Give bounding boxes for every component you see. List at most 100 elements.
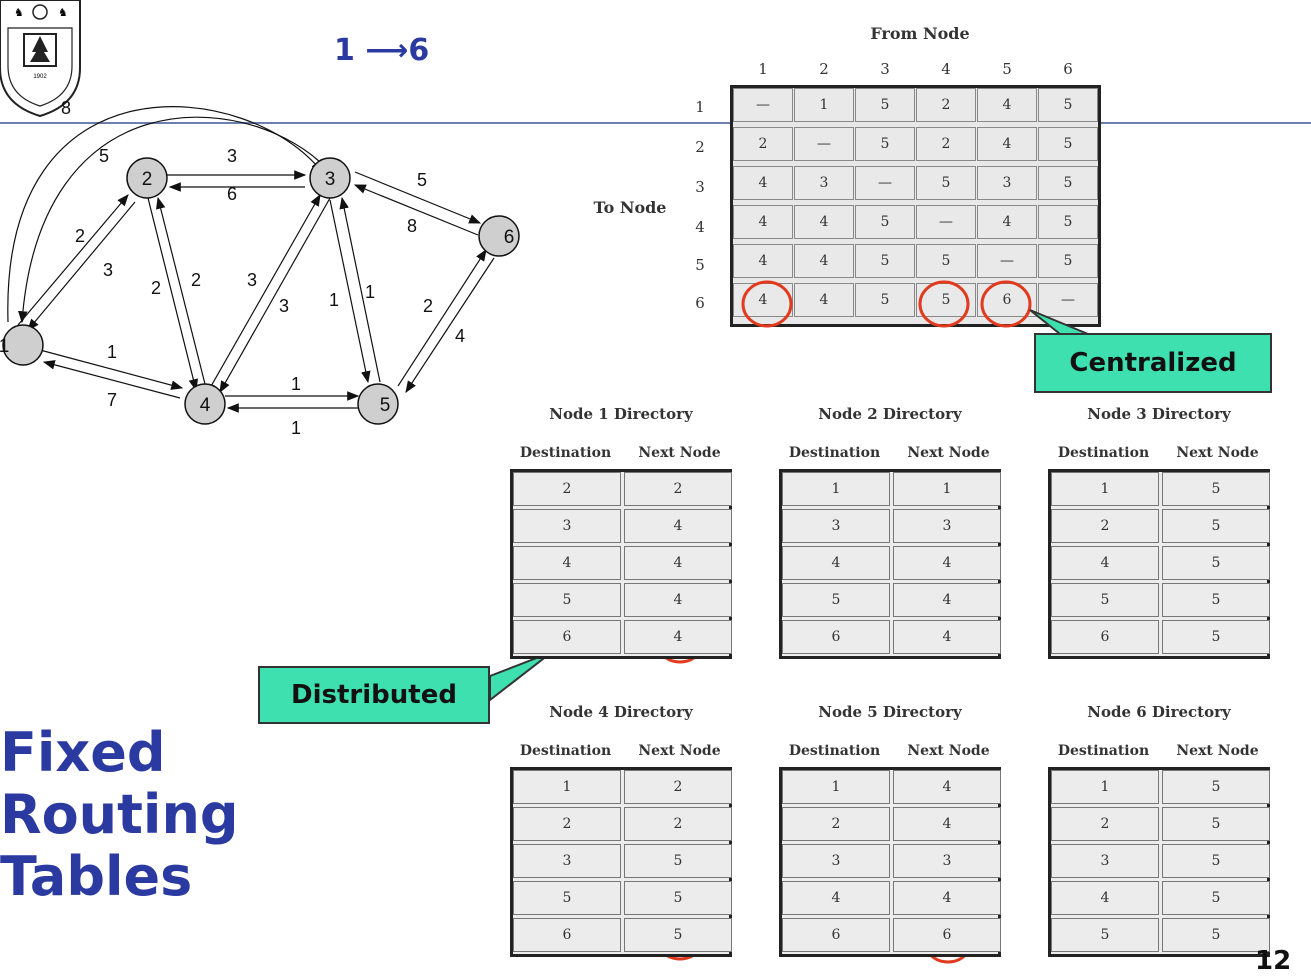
row-header: 3 bbox=[695, 178, 705, 196]
destination-cell: 4 bbox=[782, 881, 890, 915]
next-node-cell: 5 bbox=[1162, 881, 1270, 915]
next-node-cell: 5 bbox=[1162, 583, 1270, 617]
edge-label: 1 bbox=[329, 290, 339, 310]
destination-cell: 1 bbox=[513, 770, 621, 804]
destination-cell: 2 bbox=[513, 472, 621, 506]
central-cell: 2 bbox=[916, 88, 976, 122]
central-cell: 4 bbox=[794, 244, 854, 278]
next-node-header: Next Node bbox=[907, 743, 990, 759]
edge-label: 3 bbox=[247, 270, 257, 290]
destination-cell: 4 bbox=[782, 546, 890, 580]
central-cell: 5 bbox=[855, 283, 915, 317]
graph-node bbox=[478, 215, 520, 257]
destination-cell: 6 bbox=[782, 918, 890, 952]
destination-cell: 4 bbox=[1051, 546, 1159, 580]
edge-label: 5 bbox=[417, 170, 427, 190]
destination-cell: 3 bbox=[782, 844, 890, 878]
route-from: 1 bbox=[334, 33, 355, 68]
next-node-cell: 4 bbox=[893, 770, 1001, 804]
central-cell: — bbox=[855, 166, 915, 200]
column-header: 6 bbox=[1063, 60, 1073, 78]
central-cell: — bbox=[1038, 283, 1098, 317]
next-node-cell: 5 bbox=[1162, 807, 1270, 841]
next-node-cell: 2 bbox=[624, 807, 732, 841]
header-rule bbox=[0, 122, 1311, 124]
edge-label: 5 bbox=[99, 146, 109, 166]
destination-cell: 3 bbox=[513, 844, 621, 878]
central-cell: — bbox=[794, 127, 854, 161]
edge-label: 3 bbox=[279, 296, 289, 316]
next-node-cell: 2 bbox=[624, 472, 732, 506]
central-cell: 1 bbox=[794, 88, 854, 122]
central-cell: 5 bbox=[855, 88, 915, 122]
edge-label: 3 bbox=[103, 260, 113, 280]
destination-cell: 4 bbox=[1051, 881, 1159, 915]
destination-cell: 5 bbox=[513, 583, 621, 617]
next-node-header: Next Node bbox=[1176, 445, 1259, 461]
next-node-cell: 3 bbox=[893, 844, 1001, 878]
next-node-cell: 5 bbox=[1162, 509, 1270, 543]
column-header: 5 bbox=[1002, 60, 1012, 78]
next-node-header: Next Node bbox=[638, 743, 721, 759]
edge-label: 3 bbox=[227, 146, 237, 166]
edge-label: 1 bbox=[291, 418, 301, 438]
graph-node bbox=[357, 383, 399, 425]
central-cell: 4 bbox=[794, 283, 854, 317]
edge-label: 6 bbox=[227, 184, 237, 204]
page-number: 12 bbox=[1255, 946, 1292, 976]
destination-cell: 2 bbox=[782, 807, 890, 841]
node-label: 4 bbox=[200, 395, 211, 416]
central-cell: 4 bbox=[977, 127, 1037, 161]
graph-node bbox=[126, 157, 168, 199]
next-node-cell: 5 bbox=[1162, 844, 1270, 878]
next-node-header: Next Node bbox=[1176, 743, 1259, 759]
title-line: Routing bbox=[0, 783, 239, 846]
highlight-circle bbox=[741, 280, 793, 328]
university-logo: ♞ ♞ 1902 bbox=[0, 0, 81, 118]
next-node-cell: 4 bbox=[624, 620, 732, 654]
central-cell: 5 bbox=[916, 244, 976, 278]
next-node-cell: 5 bbox=[1162, 918, 1270, 952]
column-header: 2 bbox=[819, 60, 829, 78]
network-graph: 1 2 3 4 5 6 8 5 3 6 5 8 2 3 2 2 3 3 1 1 … bbox=[0, 98, 520, 438]
title-line: Tables bbox=[0, 845, 193, 908]
directory-title: Node 3 Directory bbox=[1087, 405, 1231, 423]
central-cell: 5 bbox=[1038, 166, 1098, 200]
next-node-cell: 5 bbox=[1162, 620, 1270, 654]
central-cell: 4 bbox=[794, 205, 854, 239]
directory-title: Node 2 Directory bbox=[818, 405, 962, 423]
node-label: 3 bbox=[325, 169, 336, 190]
central-cell: 5 bbox=[855, 127, 915, 161]
central-cell: 5 bbox=[855, 205, 915, 239]
central-cell: 5 bbox=[1038, 205, 1098, 239]
next-node-cell: 3 bbox=[893, 509, 1001, 543]
node-label: 6 bbox=[504, 227, 515, 248]
central-cell: — bbox=[733, 88, 793, 122]
callout-pointer bbox=[489, 651, 553, 703]
destination-cell: 3 bbox=[782, 509, 890, 543]
edge-label: 2 bbox=[191, 270, 201, 290]
destination-cell: 6 bbox=[513, 918, 621, 952]
central-cell: 4 bbox=[733, 244, 793, 278]
distributed-callout: Distributed bbox=[258, 666, 490, 724]
central-cell: 5 bbox=[1038, 127, 1098, 161]
next-node-cell: 5 bbox=[1162, 546, 1270, 580]
destination-cell: 3 bbox=[1051, 844, 1159, 878]
graph-node bbox=[184, 383, 226, 425]
central-cell: 5 bbox=[855, 244, 915, 278]
central-cell: 2 bbox=[916, 127, 976, 161]
logo-year: 1902 bbox=[33, 74, 47, 80]
destination-cell: 3 bbox=[513, 509, 621, 543]
next-node-cell: 5 bbox=[624, 918, 732, 952]
central-directory-title: CENTRAL ROUTING DIRECTORY bbox=[720, 0, 1120, 8]
arrow-icon: ⟶ bbox=[354, 33, 409, 68]
edge-label: 7 bbox=[107, 390, 117, 410]
route-to: 6 bbox=[408, 33, 430, 68]
next-node-cell: 4 bbox=[624, 509, 732, 543]
next-node-cell: 5 bbox=[1162, 472, 1270, 506]
